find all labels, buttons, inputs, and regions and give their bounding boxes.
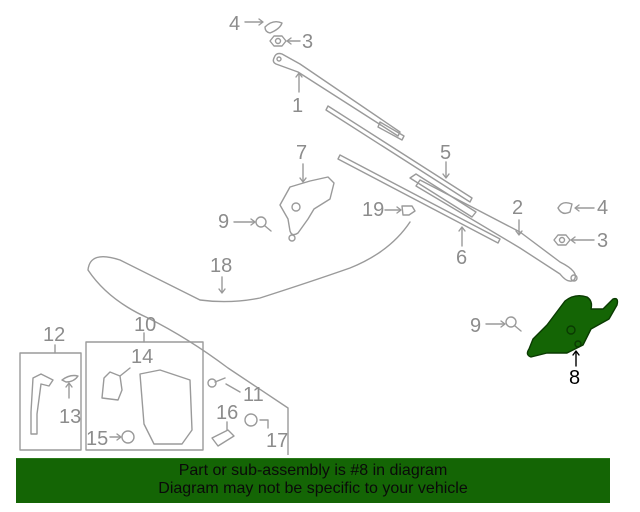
diagram-artwork xyxy=(19,18,619,469)
callout-18: 18 xyxy=(210,255,233,277)
callout-3: 3 xyxy=(597,230,609,252)
callout-8-highlighted[interactable]: 8 xyxy=(569,367,581,389)
callout-13: 13 xyxy=(59,406,82,428)
wiper-blade-6 xyxy=(337,154,501,244)
wiper-arm-2 xyxy=(415,179,578,282)
callout-17: 17 xyxy=(266,430,289,452)
banner-line-disclaimer: Diagram may not be specific to your vehi… xyxy=(158,480,468,497)
callout-14: 14 xyxy=(131,346,154,368)
callout-4: 4 xyxy=(229,13,241,35)
callout-9: 9 xyxy=(470,315,482,337)
nozzle-icon xyxy=(401,205,416,216)
callout-12: 12 xyxy=(43,324,66,346)
info-banner: Part or sub-assembly is #8 in diagram Di… xyxy=(16,458,610,503)
callout-19: 19 xyxy=(362,199,385,221)
washer-hose-18 xyxy=(87,221,411,469)
callout-2: 2 xyxy=(512,197,524,219)
wiper-motor-8-highlighted xyxy=(526,294,619,358)
wiper-motor-7 xyxy=(279,176,335,242)
callout-6: 6 xyxy=(456,247,468,269)
callout-1: 1 xyxy=(292,95,304,117)
callout-5: 5 xyxy=(440,142,452,164)
callout-11: 11 xyxy=(243,384,264,406)
callout-16: 16 xyxy=(216,402,239,424)
parts-diagram: 4 3 1 7 5 19 9 2 4 3 6 18 9 8 12 10 14 1… xyxy=(19,13,619,469)
cap-icon xyxy=(264,20,283,34)
callout-3: 3 xyxy=(302,31,314,53)
banner-line-part: Part or sub-assembly is #8 in diagram xyxy=(178,462,448,479)
wiper-blade-5 xyxy=(325,105,477,218)
nut-icon xyxy=(269,35,287,47)
callout-4: 4 xyxy=(597,197,609,219)
callout-10: 10 xyxy=(134,314,157,336)
callout-15: 15 xyxy=(86,428,109,450)
callout-7: 7 xyxy=(296,142,308,164)
bolt-icon xyxy=(255,216,272,232)
wiper-arm-1 xyxy=(272,52,405,141)
callout-9: 9 xyxy=(218,211,230,233)
